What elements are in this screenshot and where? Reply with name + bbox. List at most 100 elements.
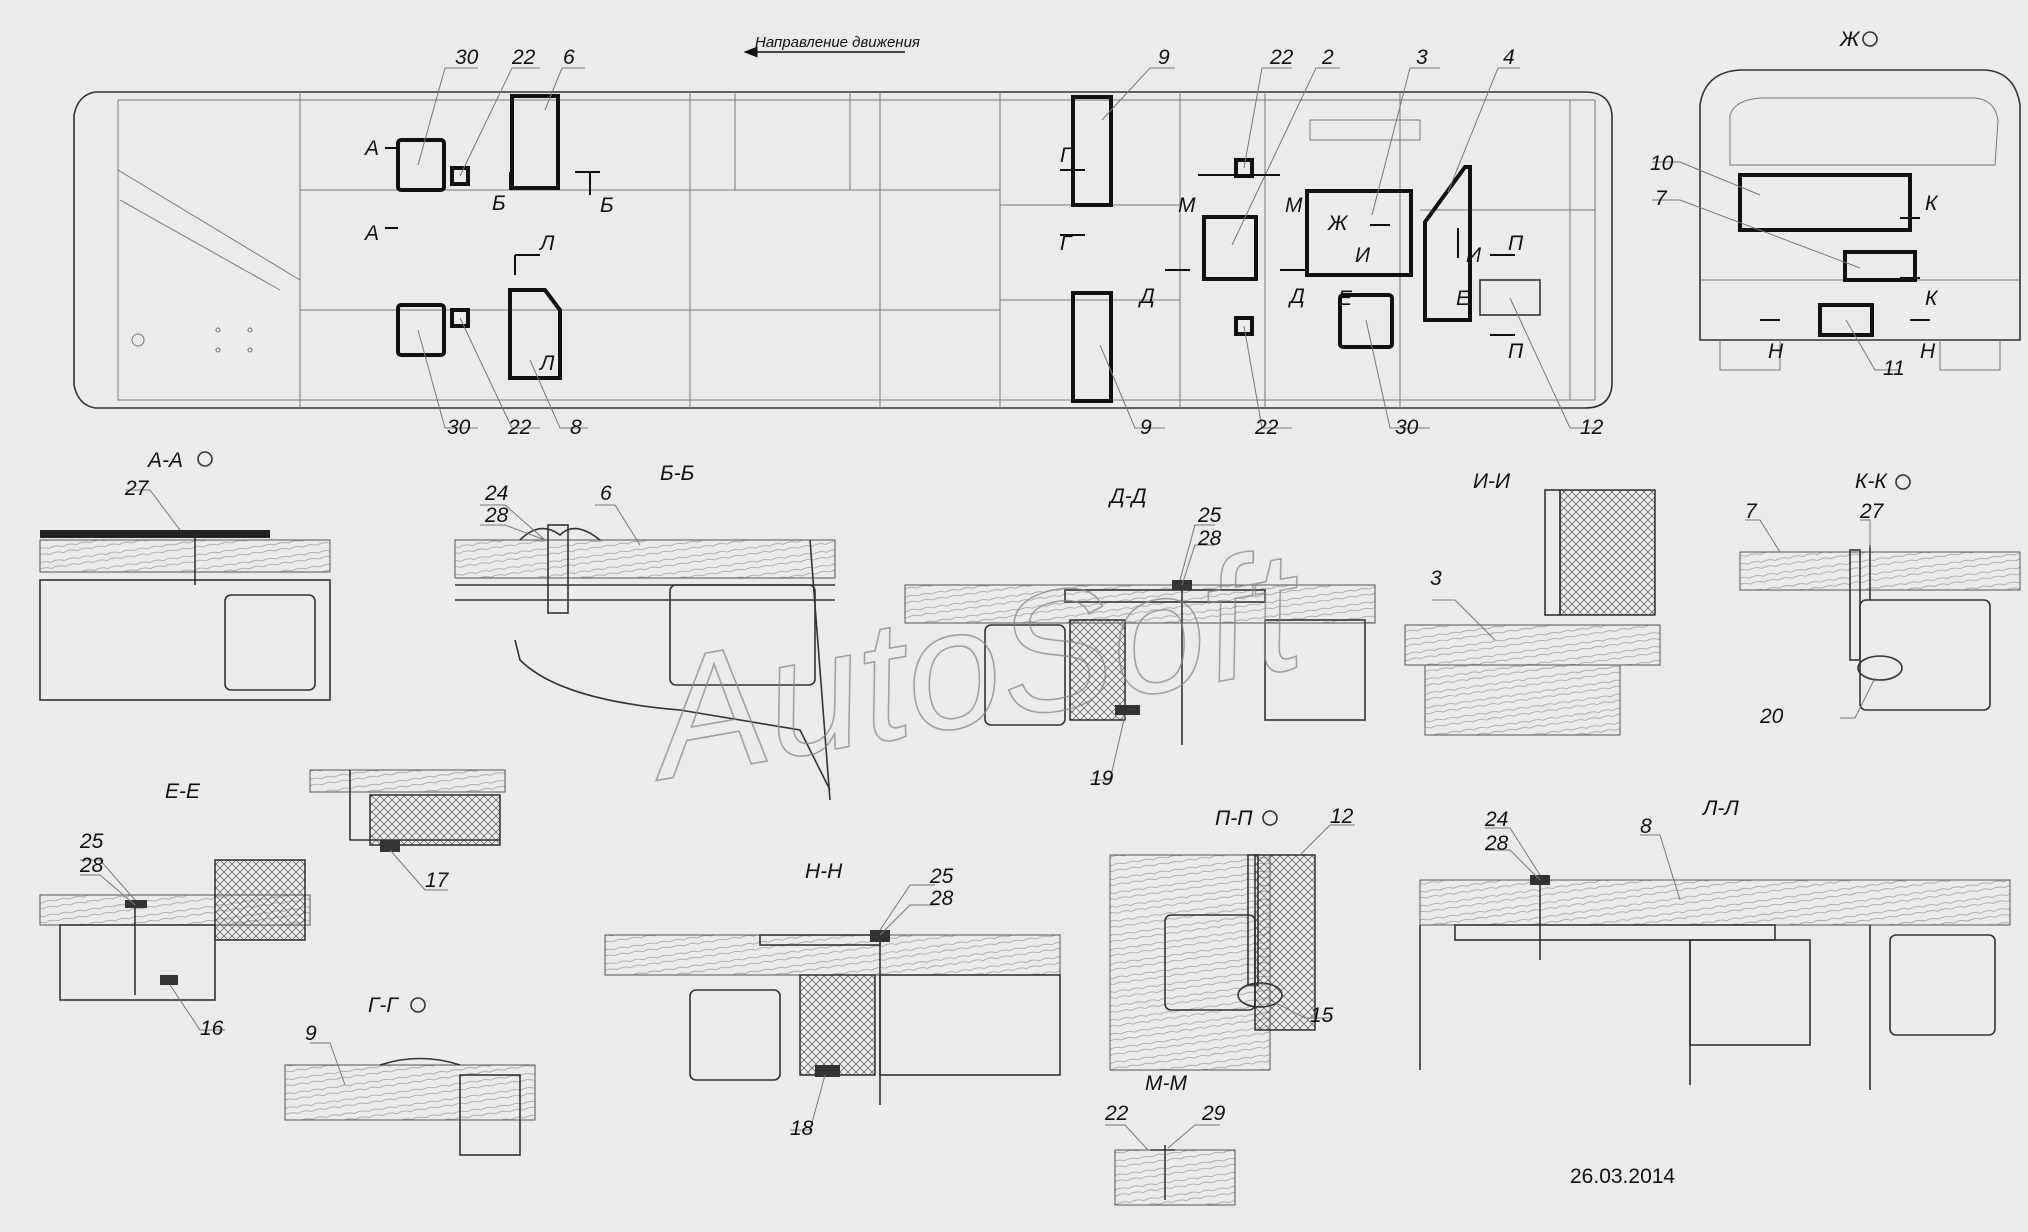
cut-p-bot: П — [1508, 340, 1524, 363]
panel-8 — [508, 288, 562, 380]
cut-n-left: Н — [1768, 340, 1784, 363]
cut-p-top: П — [1508, 232, 1524, 255]
nn-callout-28: 28 — [929, 887, 954, 910]
bb-callout-6: 6 — [600, 482, 612, 505]
cut-g-top: Г — [1060, 144, 1073, 167]
plan-callouts: 30 22 6 9 22 2 3 4 30 22 8 9 22 30 12 — [417, 46, 1604, 439]
section-aa-title: А-А — [146, 449, 183, 472]
panel-30-top — [396, 138, 446, 192]
section-pp-title: П-П — [1215, 807, 1253, 830]
bb-callout-24: 24 — [484, 482, 508, 505]
section-bb: Б-Б 24 28 6 — [454, 462, 836, 801]
cut-b-right: Б — [600, 194, 614, 217]
section-17: 17 — [309, 769, 506, 892]
ii-callout-3: 3 — [1430, 567, 1442, 590]
callout-4: 4 — [1503, 46, 1515, 69]
direction-arrow: Направление движения — [743, 34, 920, 58]
callout-30-bot: 30 — [447, 416, 471, 439]
section-ll-title: Л-Л — [1701, 797, 1739, 820]
rear-panel-7 — [1843, 250, 1917, 282]
rear-view: Ж 10 7 11 К К Н Н — [1650, 28, 2021, 380]
cut-n-right: Н — [1920, 340, 1936, 363]
cut-b-left: Б — [492, 192, 506, 215]
section-dd: Д-Д 25 28 19 — [904, 485, 1376, 790]
section-aa: А-А 27 — [39, 449, 331, 701]
section-gg-title: Г-Г — [368, 994, 399, 1017]
dd-callout-28: 28 — [1197, 527, 1222, 550]
kk-callout-27: 27 — [1859, 500, 1885, 523]
section-nn: Н-Н 25 28 18 — [604, 860, 1061, 1140]
dd-callout-25: 25 — [1197, 504, 1222, 527]
section-nn-title: Н-Н — [805, 860, 843, 883]
cut-k-top: К — [1925, 192, 1939, 215]
ll-callout-28: 28 — [1484, 832, 1509, 855]
cut-zh: Ж — [1327, 212, 1349, 235]
ll-callout-24: 24 — [1484, 808, 1508, 831]
panel-12 — [1479, 279, 1541, 316]
cut-l-top: Л — [538, 232, 555, 255]
section-ll: Л-Л 24 28 8 — [1419, 797, 2011, 1090]
panel-30-bot2 — [1338, 293, 1394, 349]
callout-30-top: 30 — [455, 46, 479, 69]
callout-12: 12 — [1580, 416, 1604, 439]
nn-callout-25: 25 — [929, 865, 954, 888]
dd-callout-19: 19 — [1090, 767, 1114, 790]
cut-k-bot: К — [1925, 287, 1939, 310]
panel-22-top — [450, 166, 470, 186]
callout-6: 6 — [563, 46, 575, 69]
section-mm-title: М-М — [1145, 1072, 1187, 1095]
callout-22-bot: 22 — [507, 416, 532, 439]
cut-m-left: М — [1178, 194, 1196, 217]
drawing-date: 26.03.2014 — [1570, 1165, 1675, 1188]
rear-callout-7: 7 — [1655, 187, 1668, 210]
kk-callout-20: 20 — [1759, 705, 1784, 728]
rear-panel-11 — [1818, 303, 1874, 337]
cut-markers: А А Б Б Л Л Г Г М М Д Д Ж И И Е Е П П — [363, 137, 1524, 375]
cut-g-bot: Г — [1060, 232, 1073, 255]
cut-l-bot: Л — [538, 352, 555, 375]
callout-30-bot2: 30 — [1395, 416, 1419, 439]
section-kk-title: К-К — [1855, 470, 1888, 493]
callout-2: 2 — [1321, 46, 1334, 69]
callout-9-top: 9 — [1158, 46, 1170, 69]
pp-callout-15: 15 — [1310, 1004, 1334, 1027]
callout-3: 3 — [1416, 46, 1428, 69]
kk-callout-7: 7 — [1745, 500, 1758, 523]
section-ee-title: Е-Е — [165, 780, 201, 803]
panel-30-bot — [396, 303, 446, 357]
callout-22-bot2: 22 — [1254, 416, 1279, 439]
panel-6 — [510, 94, 560, 190]
cut-a-top: А — [363, 137, 379, 160]
panel-9-bot — [1071, 291, 1113, 403]
section-mm: М-М 22 29 — [1104, 1072, 1236, 1206]
cut-a-bot: А — [363, 222, 379, 245]
pp-callout-12: 12 — [1330, 805, 1354, 828]
callout-9-bot: 9 — [1140, 416, 1152, 439]
callout-8: 8 — [570, 416, 582, 439]
bb-callout-28: 28 — [484, 504, 509, 527]
cut-e-left: Е — [1338, 287, 1353, 310]
rear-callout-10: 10 — [1650, 152, 1674, 175]
cut-i-right: И — [1466, 244, 1482, 267]
panel-22-bot2 — [1234, 316, 1254, 336]
section-kk: К-К 7 27 20 — [1739, 470, 2021, 728]
ee-callout-25: 25 — [79, 830, 104, 853]
cut-d-right: Д — [1288, 285, 1305, 308]
mm-callout-22: 22 — [1104, 1102, 1129, 1125]
floor-plan — [73, 91, 1613, 409]
nn-callout-18: 18 — [790, 1117, 814, 1140]
callout-22-top: 22 — [511, 46, 536, 69]
section-dd-title: Д-Д — [1108, 485, 1147, 508]
panel-4 — [1423, 165, 1472, 322]
callout-22-mid: 22 — [1269, 46, 1294, 69]
ll-callout-8: 8 — [1640, 815, 1652, 838]
panel-9-top — [1071, 95, 1113, 207]
gg-callout-9: 9 — [305, 1022, 317, 1045]
rear-panel-10 — [1738, 173, 1912, 232]
rear-view-title: Ж — [1839, 28, 1861, 51]
section-bb-title: Б-Б — [660, 462, 694, 485]
s17-callout-17: 17 — [425, 869, 450, 892]
panel-22-bot — [450, 308, 470, 328]
section-ee: Е-Е 25 28 16 — [39, 780, 311, 1040]
